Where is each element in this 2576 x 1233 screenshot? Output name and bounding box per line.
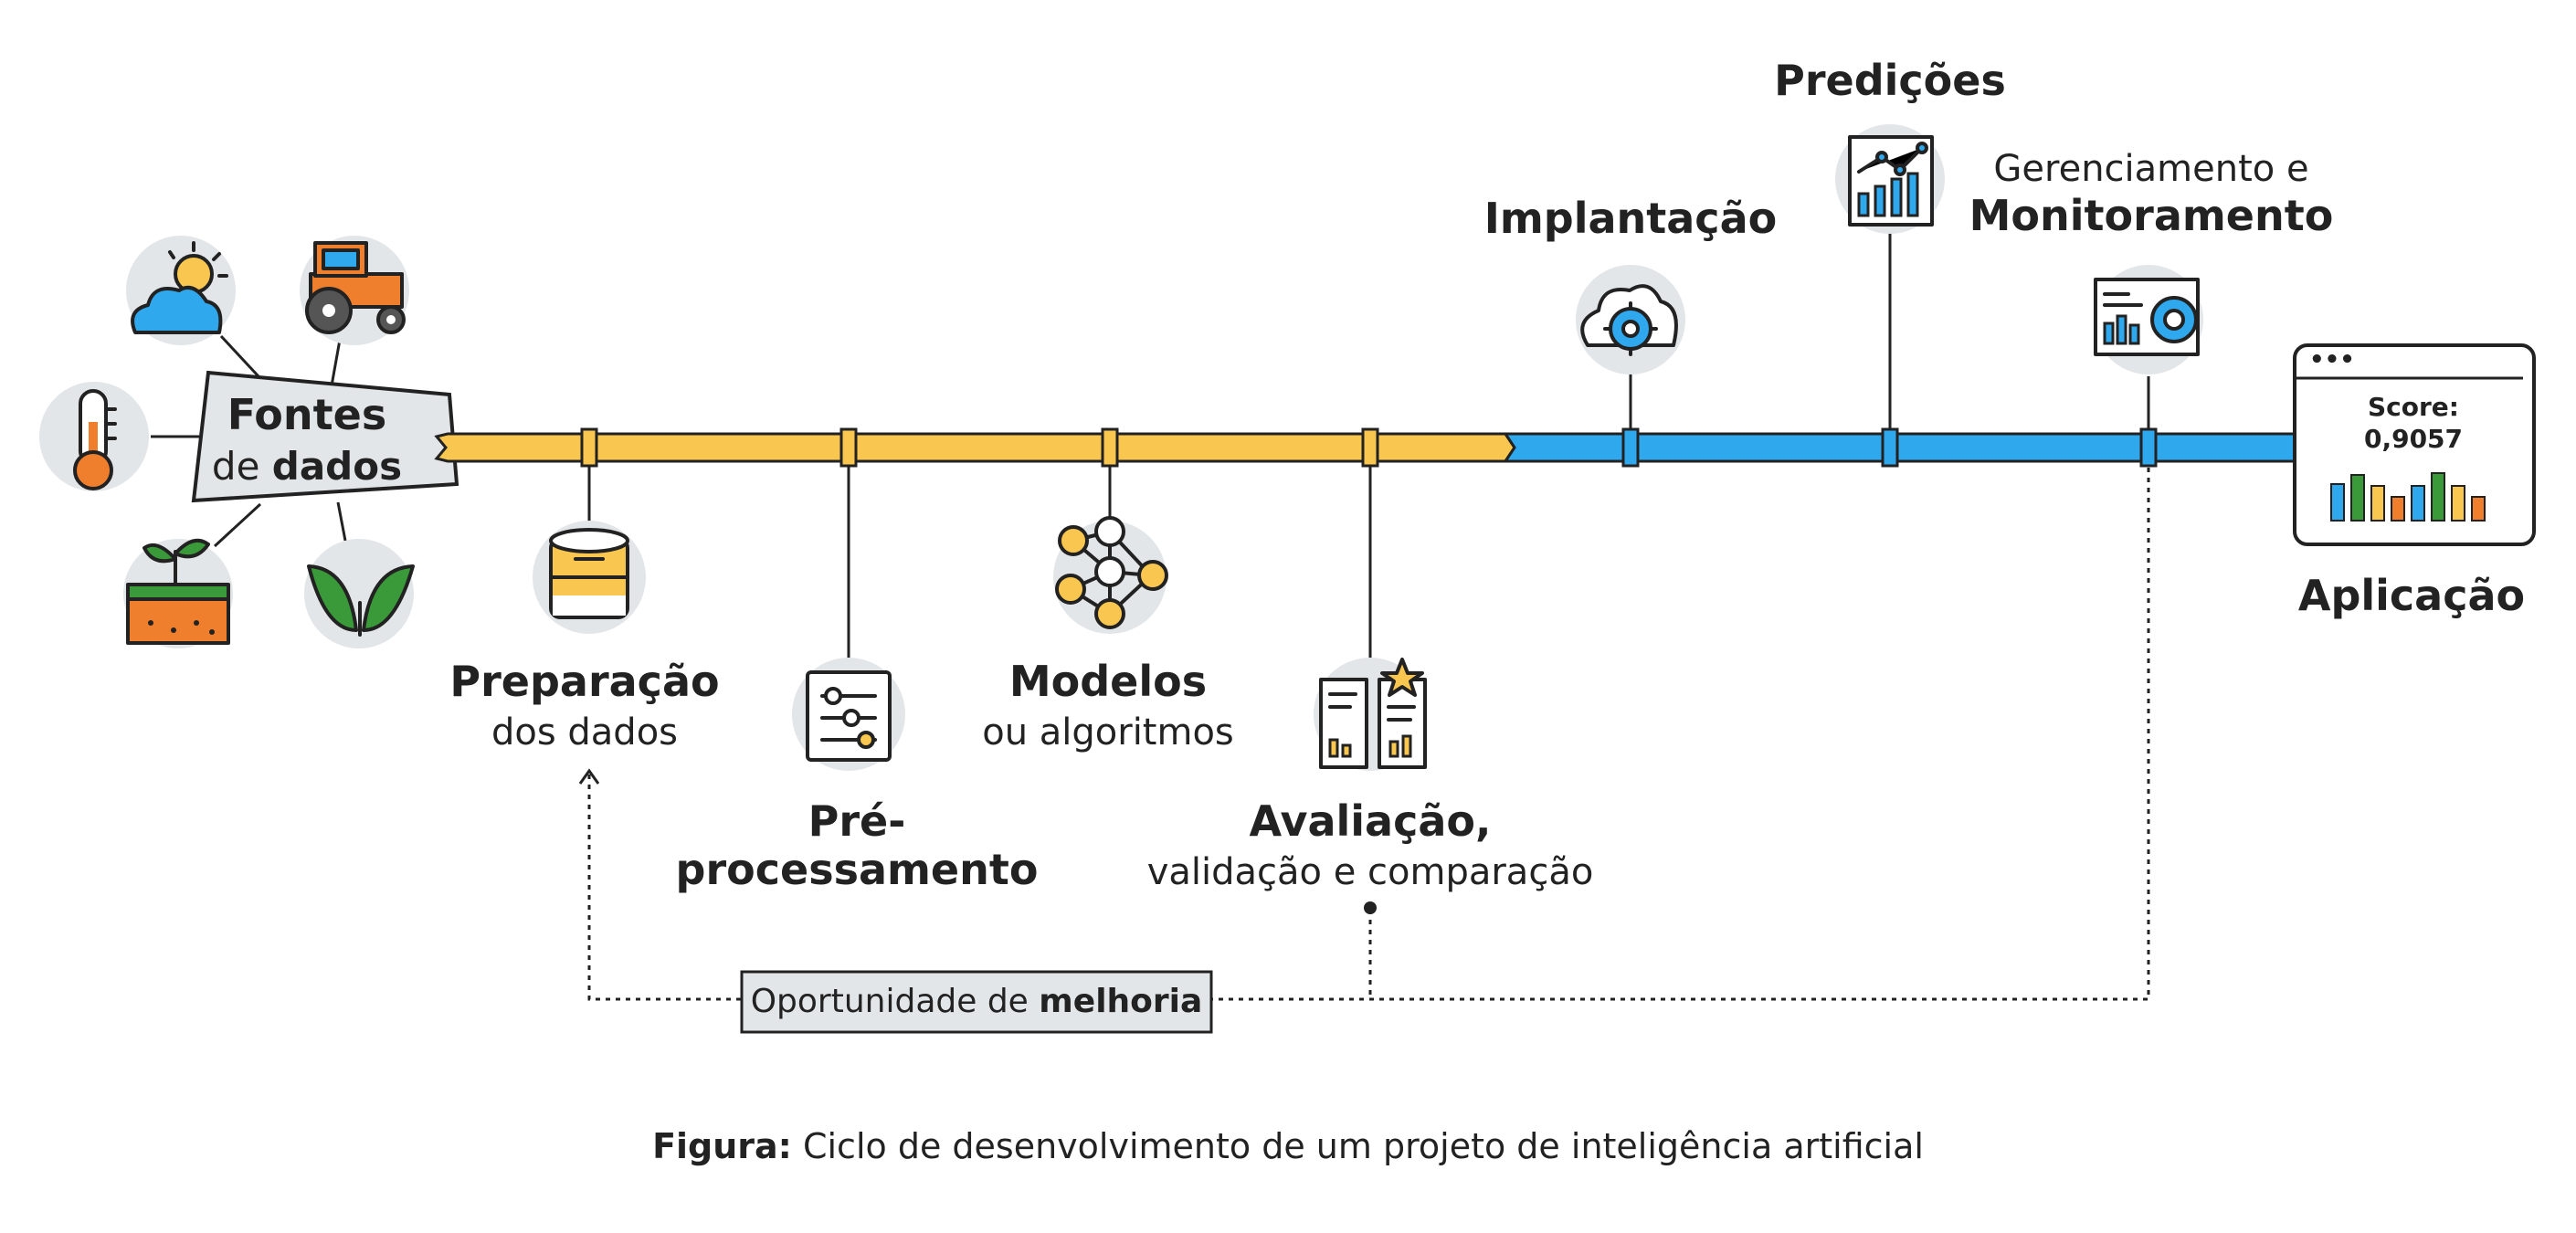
stage-evaluation-label: Avaliação, validação e comparação (1147, 796, 1594, 893)
stage-preparation-label: Preparação dos dados (449, 657, 719, 754)
score-bars (2330, 472, 2486, 522)
thermometer-icon (39, 382, 149, 491)
stage-preprocessing-label: Pré- processamento (676, 796, 1039, 894)
svg-text:validação e comparação: validação e comparação (1147, 851, 1594, 893)
application-label: Aplicação (2298, 571, 2525, 620)
svg-text:Monitoramento: Monitoramento (1969, 191, 2334, 240)
improvement-loop: Oportunidade de melhoria (578, 468, 2150, 1034)
soil-sprout-icon (123, 538, 233, 648)
score-label: Score: (2368, 392, 2459, 422)
database-icon (533, 521, 646, 634)
svg-text:Gerenciamento e: Gerenciamento e (1993, 148, 2308, 190)
data-sources-box: Fontes de dados (191, 370, 459, 503)
evaluation-reports-icon (1314, 658, 1427, 771)
svg-text:Implantação: Implantação (1484, 194, 1777, 243)
improvement-box (740, 970, 1213, 1034)
svg-text:Pré-: Pré- (808, 796, 906, 846)
cloud-sun-icon (126, 236, 236, 345)
window-dots: ••• (2309, 346, 2355, 374)
neural-network-icon (1053, 516, 1168, 634)
predictions-chart-icon (1835, 124, 1945, 234)
svg-text:Modelos: Modelos (1009, 657, 1207, 706)
tractor-icon (300, 236, 409, 345)
svg-text:ou algoritmos: ou algoritmos (982, 711, 1234, 754)
monitoring-dashboard-icon (2094, 265, 2203, 374)
data-sources-subtitle: de dados (212, 444, 402, 489)
figure-caption: Figura: Ciclo de desenvolvimento de um p… (652, 1126, 1924, 1166)
svg-text:Preparação: Preparação (449, 657, 719, 706)
cloud-gear-icon (1576, 265, 1685, 374)
stage-connectors (587, 219, 2150, 659)
stage-models-label: Modelos ou algoritmos (982, 657, 1234, 754)
stage-predictions-label: Predições (1774, 56, 2006, 105)
timeline-markers (580, 427, 2158, 468)
stage-deployment-label: Implantação (1484, 194, 1777, 243)
timeline (434, 427, 2313, 468)
settings-sliders-icon (792, 658, 905, 771)
svg-text:processamento: processamento (676, 845, 1039, 894)
application-card: ••• Score: 0,9057 (2293, 343, 2536, 546)
timeline-yellow-segment (434, 432, 1516, 463)
svg-text:Avaliação,: Avaliação, (1250, 796, 1492, 846)
svg-text:Predições: Predições (1774, 56, 2006, 105)
leaves-icon (304, 539, 415, 648)
score-value: 0,9057 (2364, 424, 2463, 454)
improvement-label: Oportunidade de melhoria (751, 983, 1203, 1020)
data-sources-title: Fontes (227, 390, 386, 439)
stage-monitoring-label: Gerenciamento e Monitoramento (1969, 148, 2334, 240)
svg-text:dos dados: dos dados (491, 711, 678, 754)
